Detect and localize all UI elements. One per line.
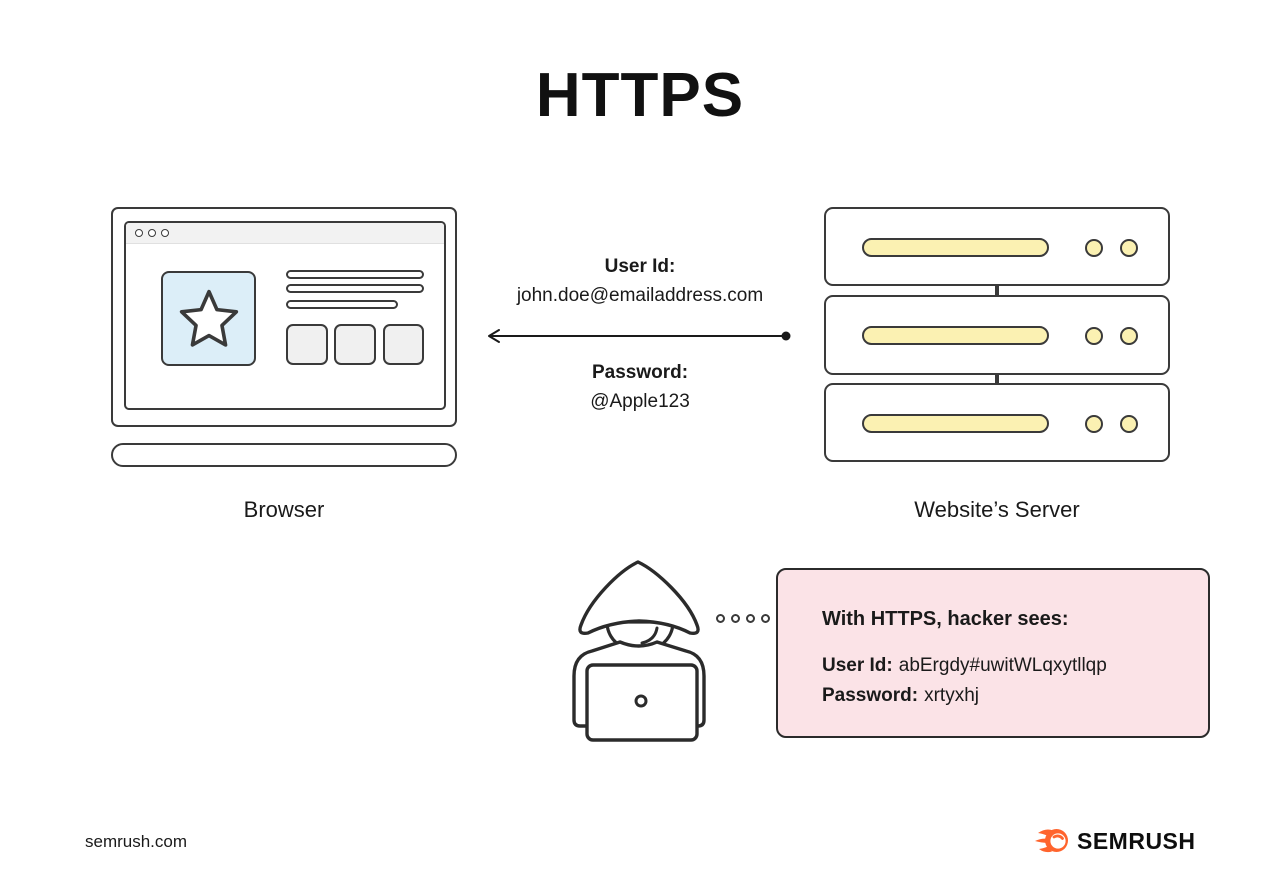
browser-caption: Browser — [243, 497, 325, 522]
user-id-label: User Id: — [604, 256, 676, 277]
server-led — [1120, 415, 1138, 433]
laptop-base — [111, 443, 457, 467]
image-tile-placeholder — [383, 324, 424, 365]
hacker-icon — [572, 560, 706, 742]
server-slot — [862, 238, 1049, 257]
server-unit — [824, 207, 1170, 286]
user-id-value: john.doe@emailaddress.com — [516, 285, 764, 306]
hacked-password-value: xrtyxhj — [924, 685, 979, 706]
star-icon — [179, 289, 238, 347]
text-line-placeholder — [286, 284, 424, 293]
arrow-left-icon — [488, 329, 791, 343]
text-line-placeholder — [286, 300, 398, 309]
hacked-user-id-value: abErgdy#uwitWLqxytllqp — [898, 655, 1107, 676]
window-dot-icon — [161, 229, 169, 237]
server-unit — [824, 383, 1170, 462]
image-tile-placeholder — [334, 324, 376, 365]
semrush-logo: SEMRUSH — [1034, 826, 1196, 856]
hacker-sees-credentials: User Id:abErgdy#uwitWLqxytllqp Password:… — [822, 651, 1107, 711]
password-label: Password: — [591, 362, 689, 383]
server-connector — [995, 282, 999, 298]
server-led — [1120, 239, 1138, 257]
server-led — [1120, 327, 1138, 345]
packet-dot-icon — [731, 614, 740, 623]
server-slot — [862, 326, 1049, 345]
hacker-sees-heading: With HTTPS, hacker sees: — [822, 608, 1069, 630]
server-unit — [824, 295, 1170, 375]
packet-dot-icon — [746, 614, 755, 623]
server-led — [1085, 415, 1103, 433]
window-dot-icon — [148, 229, 156, 237]
brand-wordmark: SEMRUSH — [1077, 827, 1196, 854]
text-line-placeholder — [286, 270, 424, 279]
packet-dot-icon — [716, 614, 725, 623]
password-value: @Apple123 — [590, 391, 690, 412]
server-led — [1085, 327, 1103, 345]
hacker-sees-panel: With HTTPS, hacker sees: User Id:abErgdy… — [776, 568, 1210, 738]
server-slot — [862, 414, 1049, 433]
server-connector — [995, 370, 999, 386]
packet-dot-icon — [761, 614, 770, 623]
server-caption: Website’s Server — [914, 497, 1080, 522]
image-tile-placeholder — [286, 324, 328, 365]
hacked-password-line: Password:xrtyxhj — [822, 681, 1107, 711]
page-title: HTTPS — [535, 61, 745, 130]
hero-image-placeholder — [161, 271, 256, 366]
source-url: semrush.com — [85, 832, 188, 851]
hacked-user-id-line: User Id:abErgdy#uwitWLqxytllqp — [822, 651, 1107, 681]
laptop-screen — [111, 207, 457, 427]
browser-window-icon — [124, 221, 446, 410]
server-led — [1085, 239, 1103, 257]
hacked-password-label: Password: — [822, 685, 919, 706]
browser-titlebar — [126, 223, 444, 244]
hacked-user-id-label: User Id: — [822, 655, 893, 676]
window-dot-icon — [135, 229, 143, 237]
semrush-flame-icon — [1035, 829, 1068, 853]
